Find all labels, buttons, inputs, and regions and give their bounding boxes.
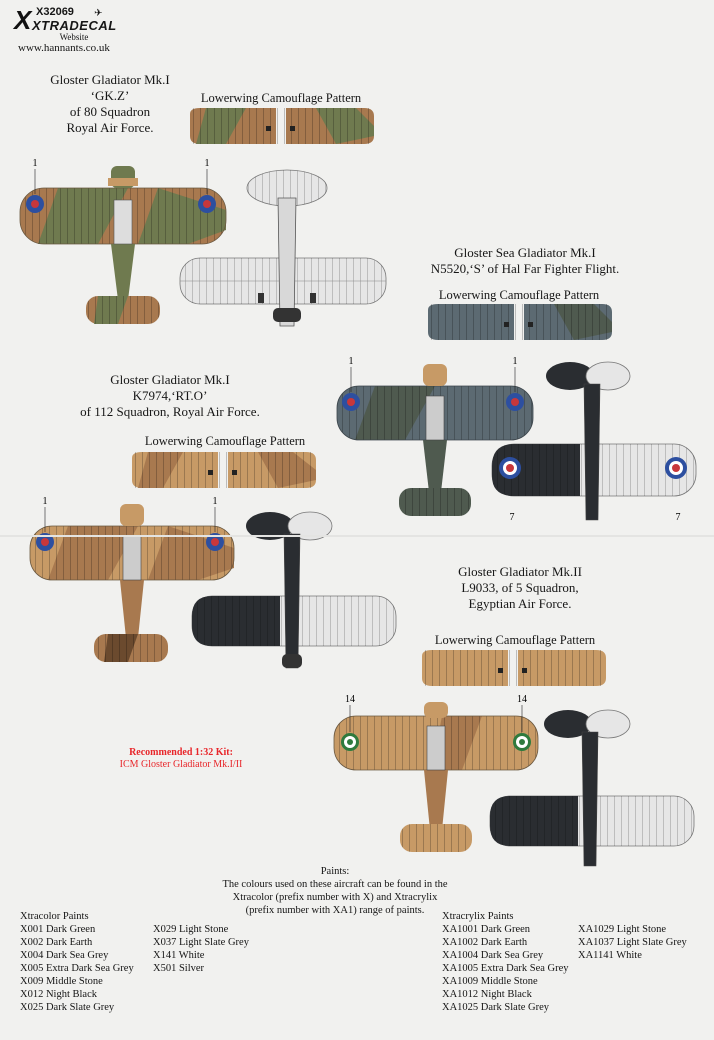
paint-item: XA1009 Middle Stone — [442, 976, 538, 987]
scheme-1-force: Royal Air Force. — [66, 120, 154, 135]
scheme-2-name: Gloster Sea Gladiator Mk.I — [454, 245, 596, 260]
scheme-1-decal-num-right: 1 — [205, 158, 210, 169]
scheme-4-title: Gloster Gladiator Mk.II L9033, of 5 Squa… — [420, 564, 620, 612]
scheme-4-unit: Egyptian Air Force. — [468, 596, 572, 611]
scheme-2-decal-num-3: 7 — [510, 512, 515, 523]
paint-item: X037 Light Slate Grey — [153, 937, 249, 948]
paints-note-line-1: The colours used on these aircraft can b… — [222, 879, 448, 890]
scheme-3-decal-num-left: 1 — [43, 496, 48, 507]
paint-item: XA1005 Extra Dark Sea Grey — [442, 963, 569, 974]
scheme-4-decal-num-left: 14 — [345, 694, 355, 705]
xtracrylix-list: Xtracrylix Paints XA1001 Dark Green XA10… — [442, 910, 569, 1014]
scheme-3-unit: of 112 Squadron, Royal Air Force. — [80, 404, 260, 419]
paint-item: X004 Dark Sea Grey — [20, 950, 109, 961]
kit-name: ICM Gloster Gladiator Mk.I/II — [119, 759, 243, 770]
xtracrylix-heading: Xtracrylix Paints — [442, 911, 514, 922]
xtracolor-heading: Xtracolor Paints — [20, 911, 89, 922]
paint-item: XA1025 Dark Slate Grey — [442, 1002, 550, 1013]
scheme-1-side-view — [179, 169, 387, 327]
scheme-1-serial: ‘GK.Z’ — [90, 88, 130, 103]
scheme-3-decal-num-right: 1 — [213, 496, 218, 507]
scheme-1-top-view: 1 1 — [19, 158, 227, 324]
paints-note: Paints: The colours used on these aircra… — [200, 865, 470, 917]
scheme-1-lowerwing-pattern — [190, 108, 374, 144]
scheme-4-top-view: 14 14 — [333, 694, 539, 852]
paints-note-heading: Paints: — [320, 866, 350, 877]
plane-icon: ✈ — [94, 8, 103, 19]
scheme-4-serial: L9033, of 5 Squadron, — [461, 580, 579, 595]
header: X32069 ✈ X XTRADECAL Website www.hannant… — [14, 6, 134, 54]
brand-name: XTRADECAL — [32, 18, 117, 33]
scheme-2-lowerwing-label: Lowerwing Camouflage Pattern — [438, 288, 600, 302]
scheme-3-serial: K7974,‘RT.O’ — [132, 388, 208, 403]
paint-item: XA1029 Light Stone — [578, 924, 667, 935]
paint-item: X025 Dark Slate Grey — [20, 1002, 115, 1013]
scheme-4-name: Gloster Gladiator Mk.II — [458, 564, 582, 579]
scheme-4-side-view — [489, 709, 695, 867]
scheme-3-title: Gloster Gladiator Mk.I K7974,‘RT.O’ of 1… — [60, 372, 280, 420]
scheme-1-title: Gloster Gladiator Mk.I ‘GK.Z’ of 80 Squa… — [20, 72, 200, 136]
kit-recommendation: Recommended 1:32 Kit: ICM Gloster Gladia… — [96, 747, 266, 771]
scheme-2-top-view: 1 1 — [336, 356, 534, 516]
paints-note-line-3: (prefix number with XA1) range of paints… — [245, 905, 425, 916]
paint-item: X029 Light Stone — [153, 924, 229, 935]
scheme-4-lowerwing-pattern — [422, 650, 606, 686]
scheme-1-decal-num-left: 1 — [33, 158, 38, 169]
scheme-2-decal-num-1: 1 — [349, 356, 354, 367]
scheme-2-serial: N5520,‘S’ of Hal Far Fighter Flight. — [430, 261, 620, 276]
brand-logo: X32069 ✈ X XTRADECAL — [14, 5, 134, 35]
paint-item: X141 White — [153, 950, 205, 961]
xtracolor-list-col2: X029 Light Stone X037 Light Slate Grey X… — [153, 923, 249, 975]
paint-item: X002 Dark Earth — [20, 937, 93, 948]
scheme-2-title: Gloster Sea Gladiator Mk.I N5520,‘S’ of … — [400, 245, 650, 277]
paint-item: XA1141 White — [578, 950, 642, 961]
xtracrylix-list-col2: XA1029 Light Stone XA1037 Light Slate Gr… — [578, 923, 687, 962]
scheme-1-name: Gloster Gladiator Mk.I — [50, 72, 170, 87]
paints-note-line-2: Xtracolor (prefix number with X) and Xtr… — [232, 892, 438, 903]
paint-item: XA1012 Night Black — [442, 989, 532, 1000]
product-code: X32069 — [36, 6, 74, 18]
scheme-3-name: Gloster Gladiator Mk.I — [110, 372, 230, 387]
scheme-4-decal-num-right: 14 — [517, 694, 527, 705]
paint-item: X005 Extra Dark Sea Grey — [20, 963, 134, 974]
scheme-3-side-view — [191, 511, 397, 669]
paint-item: X012 Night Black — [20, 989, 97, 1000]
paint-item: XA1002 Dark Earth — [442, 937, 528, 948]
x-mark-icon: X — [14, 5, 32, 35]
scheme-3-lowerwing-label: Lowerwing Camouflage Pattern — [144, 434, 306, 448]
scheme-3-top-view: 1 1 — [29, 496, 235, 662]
scheme-3-lowerwing-pattern — [132, 452, 316, 488]
paint-item: XA1037 Light Slate Grey — [578, 937, 687, 948]
paint-item: X001 Dark Green — [20, 924, 96, 935]
paint-item: XA1001 Dark Green — [442, 924, 531, 935]
kit-label: Recommended 1:32 Kit: — [129, 747, 233, 758]
website-label: Website — [59, 32, 89, 42]
page-fold — [0, 535, 714, 537]
scheme-2-side-view: 7 7 — [491, 361, 697, 523]
paint-item: X501 Silver — [153, 963, 205, 974]
scheme-1-unit: of 80 Squadron — [69, 104, 151, 119]
website-url[interactable]: www.hannants.co.uk — [18, 42, 110, 54]
scheme-2-decal-num-4: 7 — [676, 512, 681, 523]
xtracolor-list: Xtracolor Paints X001 Dark Green X002 Da… — [20, 910, 134, 1014]
paint-item: XA1004 Dark Sea Grey — [442, 950, 544, 961]
scheme-1-lowerwing-label: Lowerwing Camouflage Pattern — [200, 91, 362, 105]
paint-item: X009 Middle Stone — [20, 976, 103, 987]
scheme-2-lowerwing-pattern — [428, 304, 612, 340]
scheme-4-lowerwing-label: Lowerwing Camouflage Pattern — [434, 633, 596, 647]
scheme-2-decal-num-2: 1 — [513, 356, 518, 367]
